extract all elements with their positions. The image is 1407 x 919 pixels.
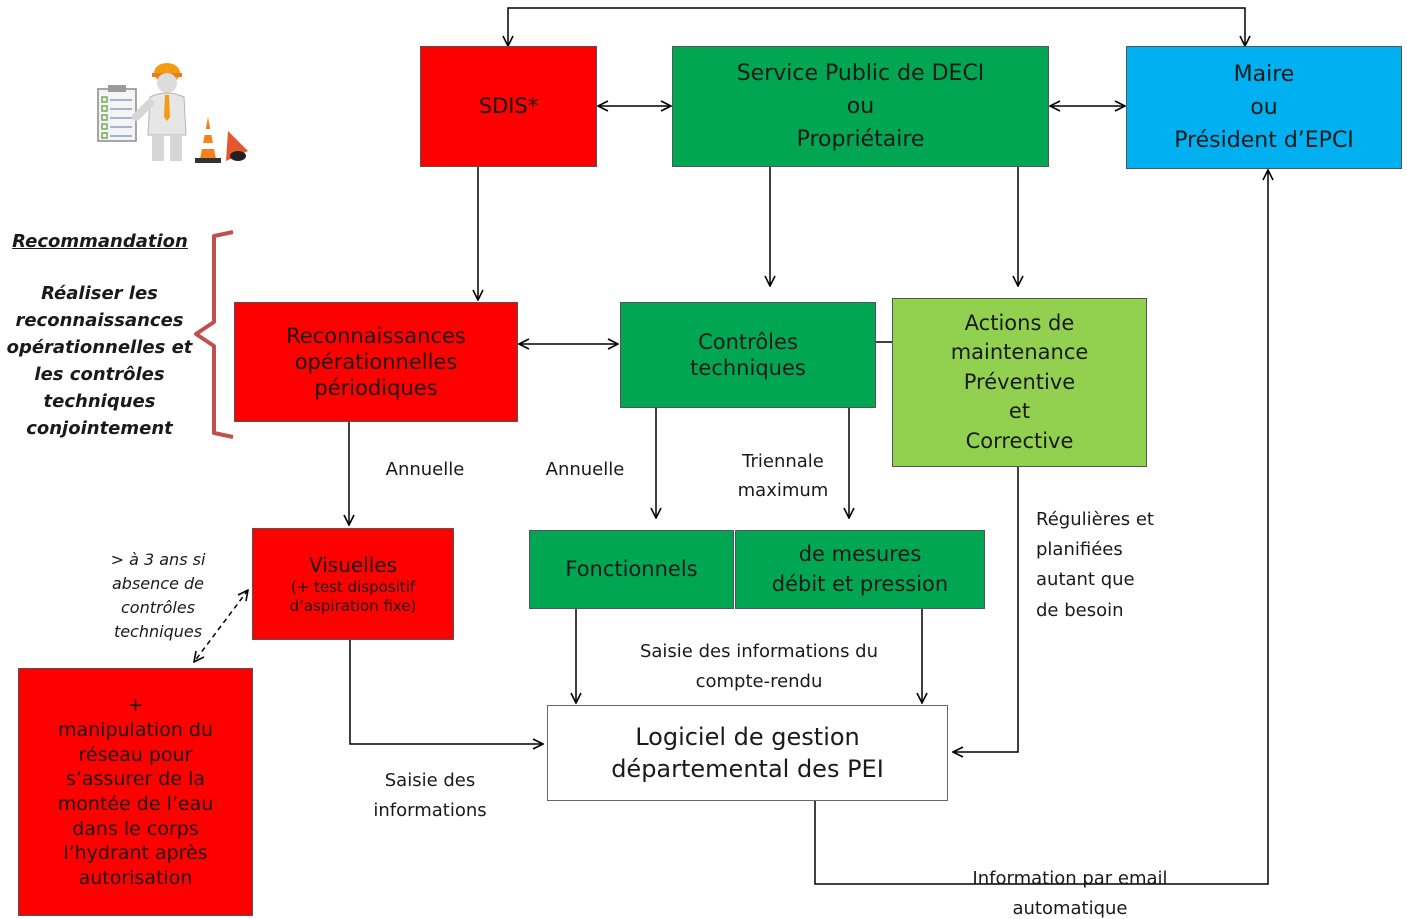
arrow-logiciel-maire — [814, 170, 1268, 885]
arrow-maintenance-logiciel — [953, 467, 1019, 752]
node-controles-line: techniques — [690, 356, 806, 380]
label-regulieres: Régulières et planifiées autant que de beso… — [1036, 505, 1154, 626]
node-mesures: de mesures débit et pression — [735, 530, 985, 609]
label-plus-3-ans-line: > à 3 ans si — [110, 550, 206, 569]
node-maintenance-line: Corrective — [965, 428, 1074, 453]
node-logiciel-line: Logiciel de gestion — [635, 722, 860, 751]
label-saisie-compte-rendu: Saisie des informations du compte-rendu — [618, 637, 900, 696]
label-triennale: Triennale maximum — [718, 448, 848, 506]
node-manipulation-line: dans le corps — [72, 817, 199, 840]
arrow-visuelles-logiciel — [349, 640, 543, 744]
node-logiciel: Logiciel de gestion départemental des PEI — [547, 705, 948, 801]
arrow-visuelles-manipulation-dashed — [194, 590, 248, 662]
node-manipulation-line: autorisation — [78, 867, 193, 890]
recommendation-line: opérationnelles et — [6, 337, 193, 358]
node-visuelles-line: Visuelles — [308, 552, 398, 577]
label-regulieres-line: de besoin — [1036, 599, 1124, 621]
node-maintenance-line: et — [1008, 399, 1031, 424]
node-maintenance-line: Préventive — [963, 369, 1076, 394]
label-saisie-compte-rendu-line: Saisie des informations du — [639, 641, 879, 662]
label-saisie-compte-rendu-line: compte-rendu — [695, 670, 823, 692]
node-manipulation-line: + — [127, 694, 144, 717]
label-plus-3-ans: > à 3 ans si absence de contrôles technique… — [78, 548, 238, 644]
node-reconnaissances-line: Reconnaissances — [286, 323, 466, 348]
node-reconnaissances-line: opérationnelles — [294, 349, 458, 374]
node-manipulation-line: manipulation du — [57, 718, 214, 741]
label-triennale-line: maximum — [737, 479, 829, 501]
recommendation-line: conjointement — [26, 418, 173, 439]
label-plus-3-ans-line: contrôles — [121, 598, 195, 617]
recommendation-title: Recommandation — [12, 231, 188, 252]
label-saisie-informations-line: informations — [373, 799, 487, 821]
label-information-email-line: automatique — [1012, 897, 1128, 919]
recommendation-line: les contrôles — [34, 364, 165, 385]
node-mesures-line: de mesures — [798, 542, 922, 567]
recommendation-line: reconnaissances — [15, 310, 184, 331]
label-saisie-informations-line: Saisie des — [384, 770, 476, 791]
recommendation-brace — [194, 230, 234, 439]
node-service-public-line: Service Public de DECI — [736, 61, 985, 86]
arrow-sdis-maire-loop — [508, 7, 1245, 46]
label-triennale-line: Triennale — [742, 451, 824, 472]
label-annuelle-reconnaissances: Annuelle — [385, 459, 465, 480]
label-plus-3-ans-line: absence de — [111, 574, 204, 593]
node-manipulation-line: montée de l’eau — [57, 793, 214, 815]
node-mesures-line: débit et pression — [771, 571, 949, 596]
node-maintenance-line: maintenance — [950, 340, 1089, 365]
node-maintenance-line: Actions de — [964, 311, 1075, 336]
worker-with-checklist-and-cones-icon — [97, 63, 248, 163]
node-service-public-line: Propriétaire — [796, 127, 925, 152]
recommendation-line: Réaliser les — [41, 283, 158, 304]
node-sdis-label: SDIS* — [478, 94, 539, 119]
label-regulieres-line: autant que — [1036, 569, 1135, 591]
recommendation-line: techniques — [43, 391, 156, 412]
label-plus-3-ans-line: techniques — [113, 622, 203, 641]
node-manipulation-line: s’assurer de la — [65, 768, 206, 791]
label-regulieres-line: Régulières et — [1036, 509, 1154, 530]
node-maire-line: Président d’EPCI — [1174, 128, 1354, 153]
label-information-email: Information par email automatique — [948, 864, 1192, 919]
node-visuelles-line: d’aspiration fixe) — [289, 596, 417, 615]
label-regulieres-line: planifiées — [1036, 539, 1123, 561]
recommendation-text: Réaliser les reconnaissances opérationnell… — [2, 280, 197, 442]
node-fonctionnels-label: Fonctionnels — [565, 557, 698, 582]
node-logiciel-line: départemental des PEI — [611, 755, 884, 783]
node-sdis: SDIS* — [420, 46, 597, 167]
label-saisie-informations: Saisie des informations — [360, 766, 500, 825]
node-manipulation-line: l’hydrant après — [63, 842, 208, 865]
node-visuelles-line: (+ test dispositif — [290, 577, 416, 596]
node-fonctionnels: Fonctionnels — [529, 530, 734, 609]
label-information-email-line: Information par email — [972, 868, 1168, 889]
node-maire-line: Maire — [1233, 62, 1295, 87]
node-manipulation-line: réseau pour — [78, 743, 193, 766]
label-annuelle-controles: Annuelle — [545, 459, 625, 480]
node-reconnaissances-line: périodiques — [314, 376, 438, 401]
node-maire-line: ou — [1250, 95, 1278, 120]
node-controles-line: Contrôles — [698, 329, 798, 354]
node-service-public-line: ou — [846, 94, 875, 119]
